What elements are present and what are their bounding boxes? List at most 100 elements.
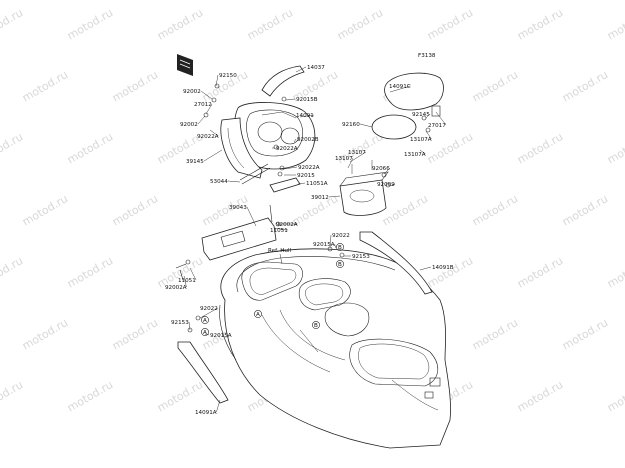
watermark-54: motod.ru — [515, 378, 565, 414]
leader-line-3 — [205, 103, 213, 115]
watermark-22: motod.ru — [515, 130, 565, 166]
watermark-2: motod.ru — [155, 6, 205, 42]
leader-line-30 — [334, 243, 337, 249]
leader-line-22 — [347, 157, 354, 169]
part-label-32: 14091B — [432, 265, 454, 271]
part-label-28: 11051 — [270, 228, 288, 234]
rod-53044 — [239, 163, 271, 185]
diagram-code: F3138 — [418, 53, 436, 59]
leader-line-15 — [389, 85, 411, 93]
part-label-20: 13107A — [404, 152, 426, 158]
svg-text:B: B — [338, 245, 342, 251]
watermark-30: motod.ru — [560, 192, 610, 228]
part-label-1: 92150 — [219, 73, 237, 79]
watermark-14: motod.ru — [560, 68, 610, 104]
part-label-37: 92015A — [210, 333, 232, 339]
watermark-24: motod.ru — [20, 192, 70, 228]
leader-line-17 — [425, 113, 431, 119]
hull-marker-b: B — [312, 321, 320, 329]
part-label-31: 92153 — [352, 254, 370, 260]
part-label-27: 92002A — [276, 222, 298, 228]
part-label-24: 92009 — [377, 182, 395, 188]
watermark-37: motod.ru — [425, 254, 475, 290]
side-cover-14091B — [359, 231, 433, 295]
leader-line-23 — [383, 167, 391, 175]
part-label-9: 92022A — [276, 146, 298, 152]
watermark-28: motod.ru — [380, 192, 430, 228]
leader-line-35 — [199, 307, 219, 319]
part-label-12: 92015 — [297, 173, 315, 179]
leader-line-7 — [209, 129, 219, 137]
seat-cover-14091C — [384, 72, 444, 111]
leader-line-4 — [285, 98, 296, 101]
leader-line-28 — [273, 227, 289, 231]
side-panel-39145 — [220, 117, 263, 179]
watermark-48: motod.ru — [0, 378, 25, 414]
part-label-30: 92015A — [313, 242, 335, 248]
part-labels: 1403792150920022701292015B14091920029202… — [165, 65, 454, 416]
leader-line-32 — [419, 266, 432, 271]
bracket-39043 — [201, 204, 277, 261]
leader-line-34 — [183, 275, 187, 288]
part-label-14: 11051A — [306, 181, 328, 187]
svg-text:A: A — [256, 312, 260, 318]
watermark-49: motod.ru — [65, 378, 115, 414]
watermark-32: motod.ru — [0, 254, 25, 290]
part-label-15: 14091C — [389, 84, 411, 90]
leader-line-0 — [295, 66, 307, 73]
part-label-0: 14037 — [307, 65, 325, 71]
part-label-11: 92022A — [298, 165, 320, 171]
leader-line-14 — [297, 182, 306, 185]
leader-line-11 — [283, 166, 298, 170]
svg-text:B: B — [314, 323, 318, 329]
watermark-3: motod.ru — [245, 6, 295, 42]
leader-line-1 — [215, 74, 219, 87]
leader-line-8 — [293, 138, 297, 143]
part-label-25: 39012 — [311, 195, 329, 201]
watermark-21: motod.ru — [425, 130, 475, 166]
part-label-38: 14091A — [195, 410, 217, 416]
marker-a-92015A: A A — [201, 316, 209, 336]
leader-line-20 — [419, 149, 426, 155]
leader-line-21 — [349, 151, 367, 163]
part-label-17: 92145 — [412, 112, 430, 118]
part-label-2: 92002 — [183, 89, 201, 95]
part-label-35: 92022 — [200, 306, 218, 312]
part-label-3: 27012 — [194, 102, 212, 108]
watermark-5: motod.ru — [425, 6, 475, 42]
part-label-33: 11051 — [178, 278, 196, 284]
pad-92160 — [371, 114, 417, 140]
leader-line-25 — [328, 195, 341, 198]
svg-text:B: B — [338, 262, 342, 268]
watermark-9: motod.ru — [110, 68, 160, 104]
leader-line-37 — [204, 333, 210, 336]
watermark-7: motod.ru — [605, 6, 625, 42]
hull-body — [219, 248, 451, 449]
leader-line-29 — [329, 234, 332, 249]
watermark-6: motod.ru — [515, 6, 565, 42]
leader-line-6 — [197, 115, 206, 125]
part-label-7: 92022A — [197, 134, 219, 140]
clip-27017 — [431, 105, 441, 117]
ref-hull-label: Ref. Hull — [268, 248, 292, 254]
leader-line-13 — [227, 180, 241, 183]
part-label-26: 39043 — [229, 205, 247, 211]
watermark-40: motod.ru — [20, 316, 70, 352]
part-label-4: 92015B — [296, 97, 318, 103]
svg-text:A: A — [203, 318, 207, 324]
leader-line-33 — [189, 267, 197, 281]
storage-bin-39012 — [339, 160, 389, 216]
watermark-13: motod.ru — [470, 68, 520, 104]
leader-lines — [183, 66, 447, 413]
part-label-23: 92066 — [372, 166, 390, 172]
part-label-34: 92002A — [165, 285, 187, 291]
watermark-25: motod.ru — [110, 192, 160, 228]
plate-11051A — [269, 177, 301, 193]
leader-line-19 — [425, 130, 432, 140]
front-arrow-icon — [177, 54, 193, 76]
watermark-16: motod.ru — [0, 130, 25, 166]
hull-marker-a: A — [254, 310, 262, 318]
part-label-8: 92002B — [297, 137, 319, 143]
